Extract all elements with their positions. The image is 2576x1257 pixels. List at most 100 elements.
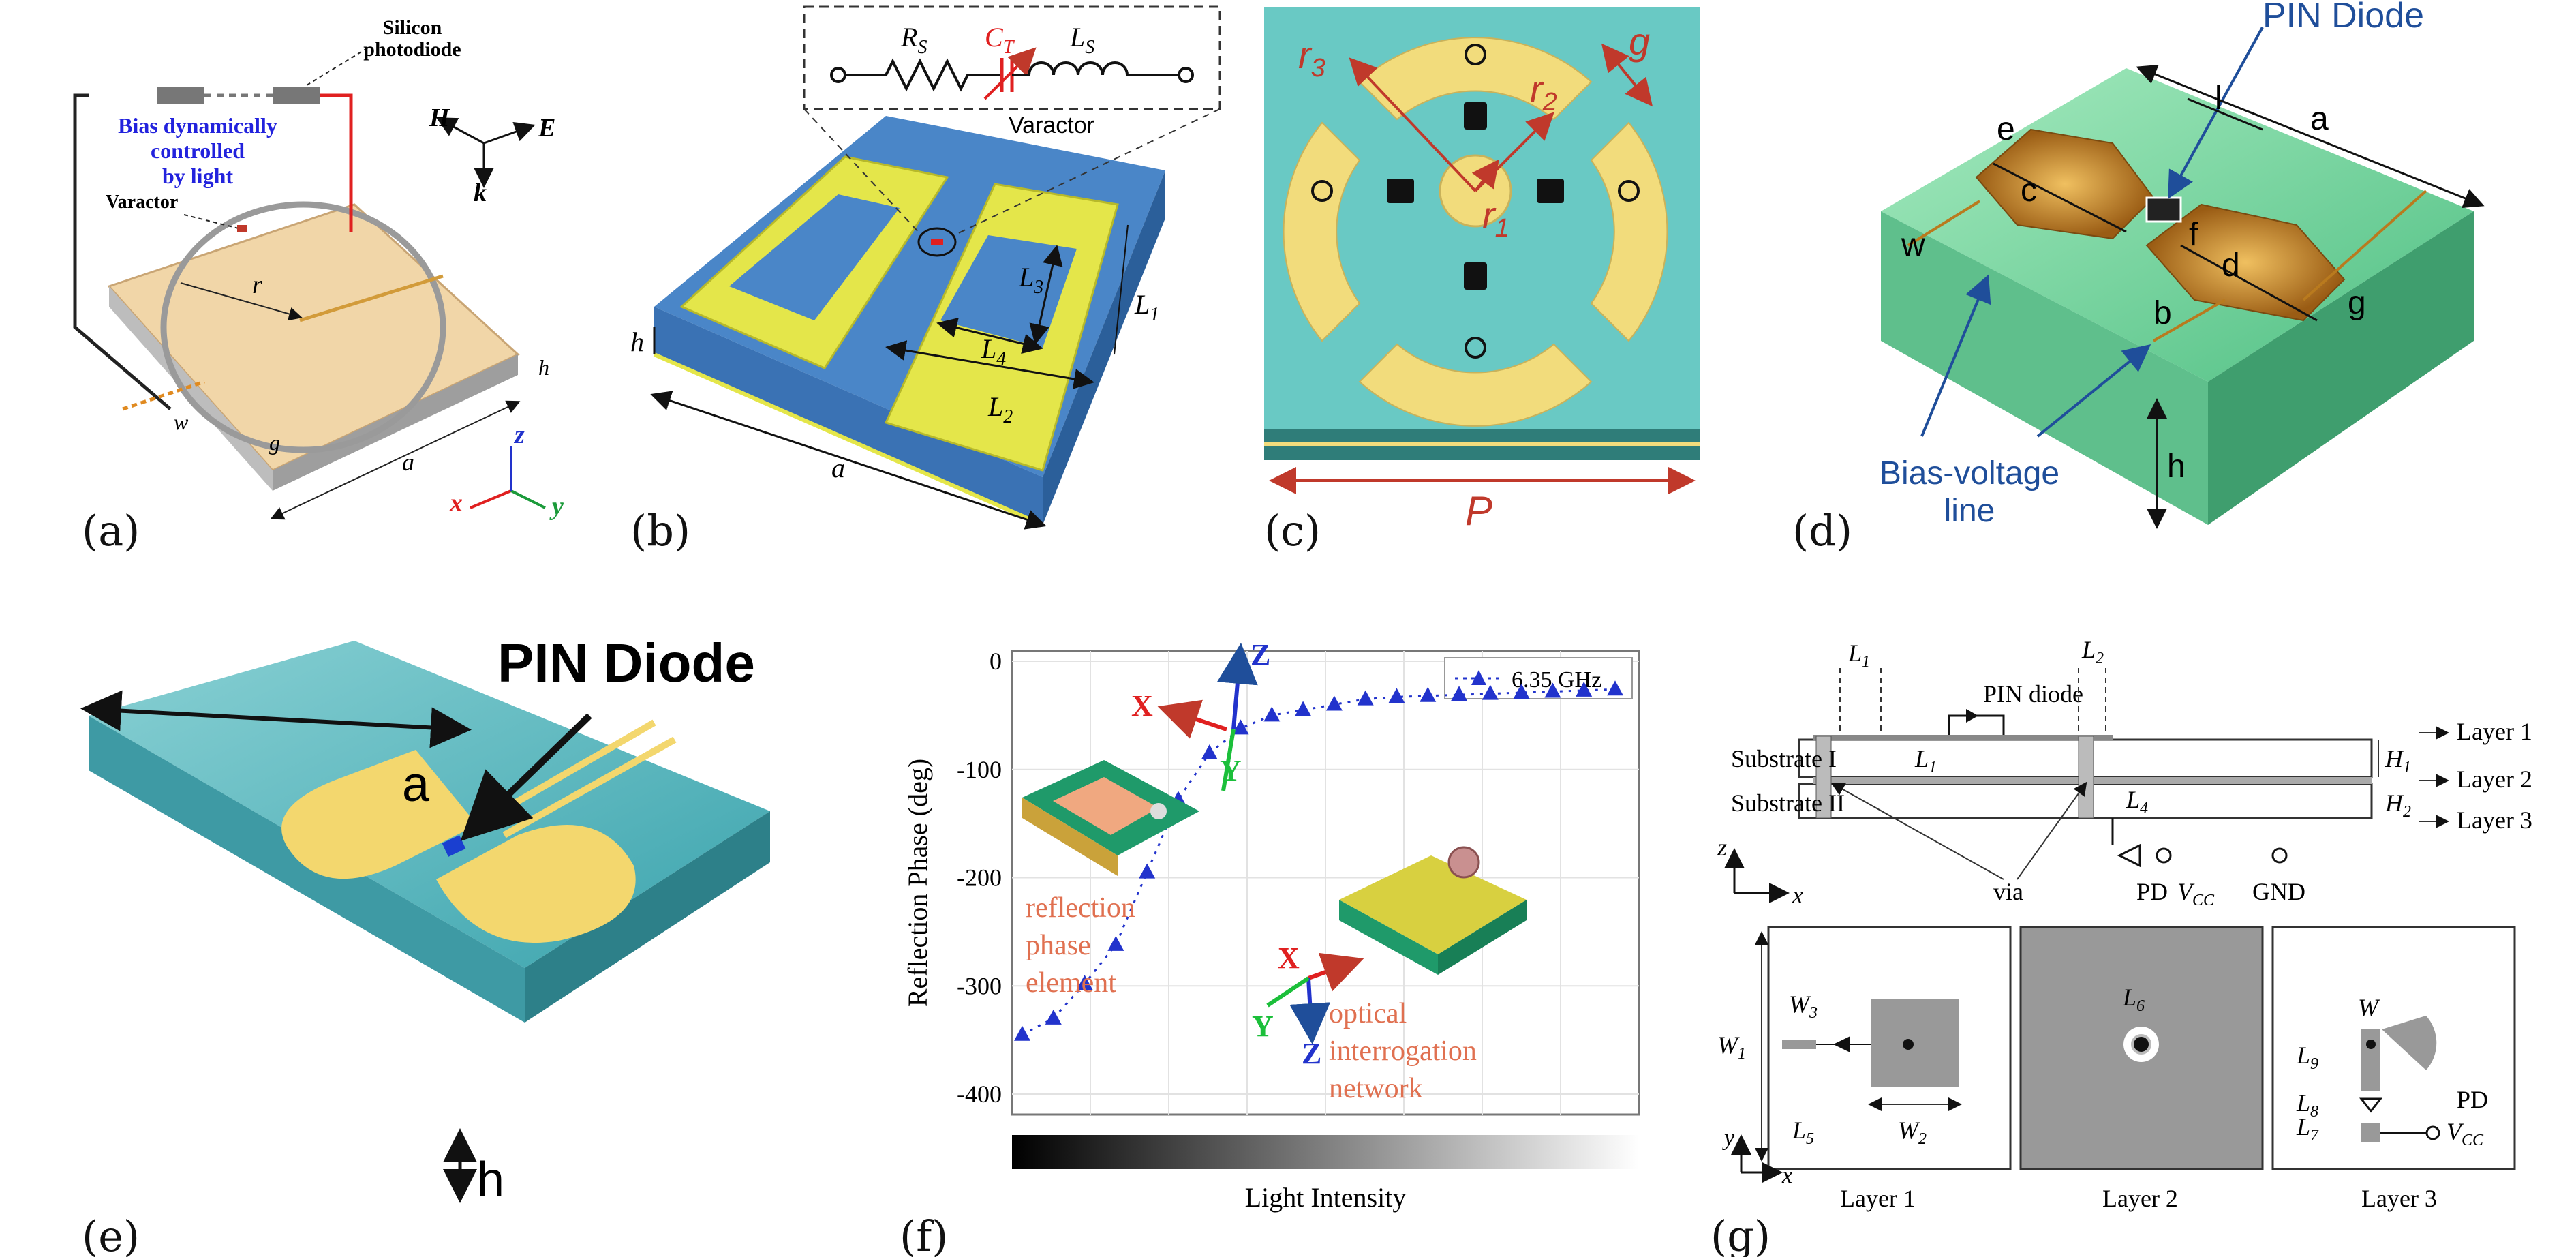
label-e: e [1997, 111, 2015, 147]
label-a: a [402, 449, 414, 476]
vcc-label: VCC [2177, 878, 2215, 909]
substrate-front [89, 716, 525, 1023]
pin-diode-label: PIN Diode [2263, 0, 2424, 35]
label-W3: W3 [1789, 990, 1818, 1022]
substrate-side [525, 811, 770, 1023]
y-ticks: 0-100-200-300-400 [957, 648, 1002, 1108]
data-point [1045, 1009, 1062, 1025]
label-L4: L4 [2126, 786, 2148, 817]
data-point [1076, 975, 1093, 990]
label-L9: L9 [2296, 1042, 2318, 1073]
patch-left-slot [729, 194, 900, 320]
panel-label-c: (c) [1264, 506, 1321, 556]
panel-c: r3 r2 r1 g P (c) [1264, 7, 1700, 556]
diode-top [1464, 102, 1487, 130]
label-L7: L7 [2296, 1113, 2319, 1145]
data-point [1513, 684, 1530, 699]
label-H2: H2 [2385, 789, 2411, 821]
r-dimension [180, 282, 303, 321]
varactor [237, 225, 247, 232]
data-point [1107, 935, 1124, 951]
legend-marker [1471, 670, 1486, 685]
annot-left-1: reflection [1026, 892, 1135, 924]
label-d: d [2222, 247, 2240, 284]
inset2-axis-x: X [1278, 941, 1300, 975]
panel-g: PIN diode L1 L2 L1 Substrate I Substrate… [1711, 636, 2532, 1257]
diode-left [1387, 179, 1414, 203]
bias-label-2: line [1944, 493, 1995, 529]
annot-left-3: element [1026, 967, 1116, 999]
y-tick-label: 0 [990, 648, 1002, 675]
via-left [1311, 180, 1333, 202]
label-W1: W1 [1717, 1031, 1746, 1063]
g-dimension [1601, 43, 1653, 107]
label-g: g [2348, 285, 2366, 321]
element-pd [1150, 803, 1167, 819]
data-point [1357, 690, 1374, 706]
data-point [1482, 684, 1499, 700]
label-a: a [831, 453, 845, 483]
terminal-left [830, 67, 846, 83]
bias-label-2: controlled [151, 138, 245, 163]
label-a: a [2310, 101, 2329, 137]
label-P: P [1465, 488, 1492, 534]
r3-dimension [1349, 57, 1477, 192]
network-side [1339, 900, 1438, 975]
diode-bottom [1464, 262, 1487, 290]
patch-right-half [436, 825, 636, 943]
label-r3: r3 [1298, 33, 1325, 82]
sector-top [1358, 37, 1593, 121]
label-a: a [402, 757, 430, 812]
label-Rs: RS [900, 22, 927, 58]
sector-right [1590, 121, 1668, 342]
panel-label-a: (a) [82, 506, 140, 556]
layer1-feed [1782, 1040, 1816, 1049]
series-6.35GHz [1014, 680, 1623, 1041]
pin-diode-label: PIN Diode [497, 633, 755, 693]
axis-z: z [513, 421, 525, 449]
y-axis [510, 489, 546, 509]
label-L1: L1 [1134, 289, 1159, 325]
sector-left [1283, 121, 1361, 342]
gnd-label: GND [2252, 878, 2305, 905]
panel-label-b: (b) [630, 506, 690, 556]
data-point [1325, 695, 1343, 711]
r1-dimension [1471, 159, 1499, 192]
a-dimension [650, 391, 1047, 530]
data-point [1263, 706, 1281, 722]
y-tick-label: -300 [957, 972, 1002, 999]
data-point [1201, 744, 1218, 759]
label-L1: L1 [1847, 639, 1870, 671]
via-top [1465, 44, 1486, 65]
H-vector [435, 117, 485, 145]
varactor [931, 239, 943, 245]
layer1-label: Layer 1 [2457, 718, 2532, 745]
a-dimension [2136, 64, 2485, 209]
pin-diode-label: PIN diode [1983, 680, 2083, 708]
varactor-label: Varactor [1009, 112, 1094, 138]
pd-label: PD [2136, 878, 2168, 905]
label-r: r [252, 271, 262, 299]
via-label: via [1993, 878, 2023, 905]
label-L2: L2 [2081, 636, 2104, 667]
L2-dimension [885, 340, 1094, 389]
varactor-pointer [183, 214, 239, 229]
center-strip [299, 274, 444, 322]
label-W: W [2358, 994, 2380, 1021]
annot-right-3: network [1329, 1073, 1423, 1104]
inset1-axis-z: Z [1251, 638, 1270, 671]
via-right [1618, 180, 1640, 202]
photodiode-pointer [306, 47, 369, 86]
label-g: g [269, 430, 280, 455]
pin-diode [2145, 196, 2182, 223]
label-L1b: L1 [1914, 745, 1937, 776]
bias-line-left [1907, 200, 1981, 247]
axis-x: x [449, 489, 463, 517]
bias-label-1: Bias-voltage [1880, 455, 2059, 491]
label-r2: r2 [1530, 67, 1557, 117]
series-line [1022, 688, 1616, 1036]
label-L5: L5 [1792, 1117, 1814, 1148]
inset2-axis-z: Z [1302, 1037, 1321, 1070]
annot-right-1: optical [1329, 998, 1407, 1029]
sector-bottom [1358, 343, 1593, 427]
